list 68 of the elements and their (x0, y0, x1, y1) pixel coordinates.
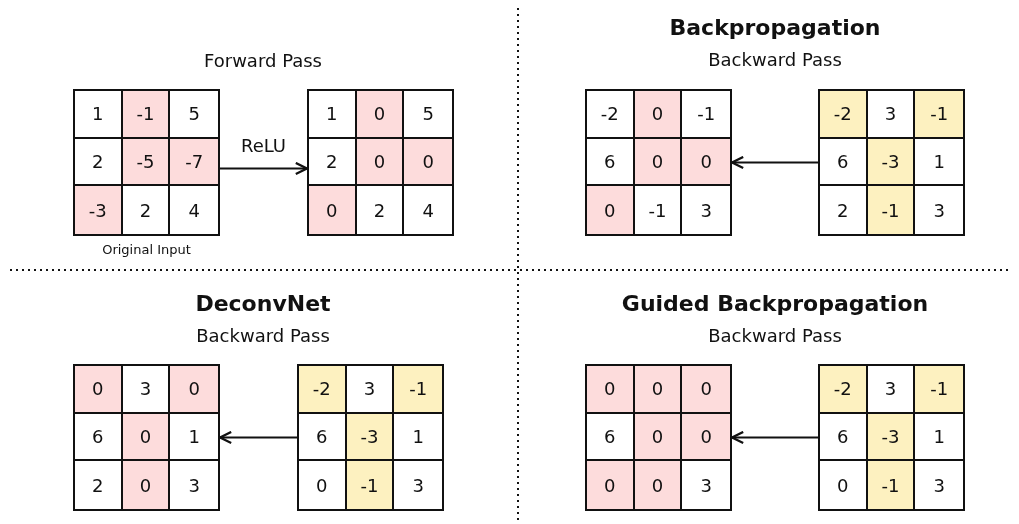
grid-caption: Original Input (102, 242, 191, 257)
grid-cell: 0 (587, 366, 635, 414)
number-grid (585, 89, 732, 236)
grid-cell: 0 (356, 91, 405, 139)
grid-cell: -7 (170, 138, 218, 187)
grid-cell: -3 (75, 186, 123, 234)
number-grid (585, 364, 732, 511)
grid-cell-text: 3 (411, 473, 425, 498)
grid-cell: -5 (122, 138, 171, 187)
grid-cell: 0 (634, 413, 683, 462)
section-subtitle: Backward Pass (708, 49, 842, 70)
grid-cell: 0 (587, 461, 635, 509)
arrow (219, 161, 309, 176)
number-grid (73, 89, 220, 236)
grid-cell-text: 3 (932, 198, 946, 223)
grid-cell: 1 (915, 138, 963, 187)
grid-cell: 0 (404, 138, 452, 187)
grid-cell-text: 3 (699, 473, 713, 498)
number-grid (307, 89, 454, 236)
grid-cell: -1 (867, 461, 916, 509)
grid-cell: -1 (915, 91, 963, 139)
number-grid (297, 364, 444, 511)
grid-cell: -1 (122, 91, 171, 139)
grid-cell: 0 (634, 138, 683, 187)
grid-cell-text: 3 (699, 198, 713, 223)
grid-cell: -1 (867, 186, 916, 234)
grid-cell: 0 (634, 366, 683, 414)
grid-cell: 0 (587, 186, 635, 234)
grid-cell-text: 3 (187, 473, 201, 498)
grid-cell: -2 (820, 366, 868, 414)
grid-cell: -1 (346, 461, 395, 509)
grid-cell: 1 (394, 413, 442, 462)
section-title: DeconvNet (195, 291, 331, 316)
edge-label: ReLU (240, 134, 287, 156)
grid-cell-text: 4 (421, 198, 435, 223)
grid-cell-text: 4 (187, 198, 201, 223)
grid-cell: 0 (122, 461, 171, 509)
section-title: Backpropagation (669, 15, 881, 40)
grid-cell: -3 (867, 138, 916, 187)
section-subtitle: Backward Pass (196, 325, 330, 346)
grid-cell: -1 (634, 186, 683, 234)
number-grid (818, 364, 965, 511)
grid-cell: 0 (682, 366, 730, 414)
grid-cell: -2 (820, 91, 868, 139)
grid-cell: -1 (915, 366, 963, 414)
grid-cell: -1 (394, 366, 442, 414)
grid-cell: 0 (634, 461, 683, 509)
grid-cell-text: 3 (932, 473, 946, 498)
grid-cell: -3 (346, 413, 395, 462)
grid-cell: -2 (299, 366, 347, 414)
grid-cell: 1 (170, 413, 218, 462)
grid-cell: 0 (682, 413, 730, 462)
grid-cell: 0 (682, 138, 730, 187)
grid-cell: 0 (356, 138, 405, 187)
grid-cell: 0 (309, 186, 357, 234)
section-subtitle: Forward Pass (204, 50, 322, 71)
grid-cell: 0 (170, 366, 218, 414)
grid-cell: 0 (634, 91, 683, 139)
grid-cell: 2 (122, 186, 171, 234)
number-grid (73, 364, 220, 511)
section-title: Guided Backpropagation (621, 291, 929, 316)
grid-cell: 0 (122, 413, 171, 462)
grid-cell: -3 (867, 413, 916, 462)
grid-cell: 2 (356, 186, 405, 234)
number-grid (818, 89, 965, 236)
section-subtitle: Backward Pass (708, 325, 842, 346)
grid-cell: 1 (915, 413, 963, 462)
grid-cell: 0 (75, 366, 123, 414)
